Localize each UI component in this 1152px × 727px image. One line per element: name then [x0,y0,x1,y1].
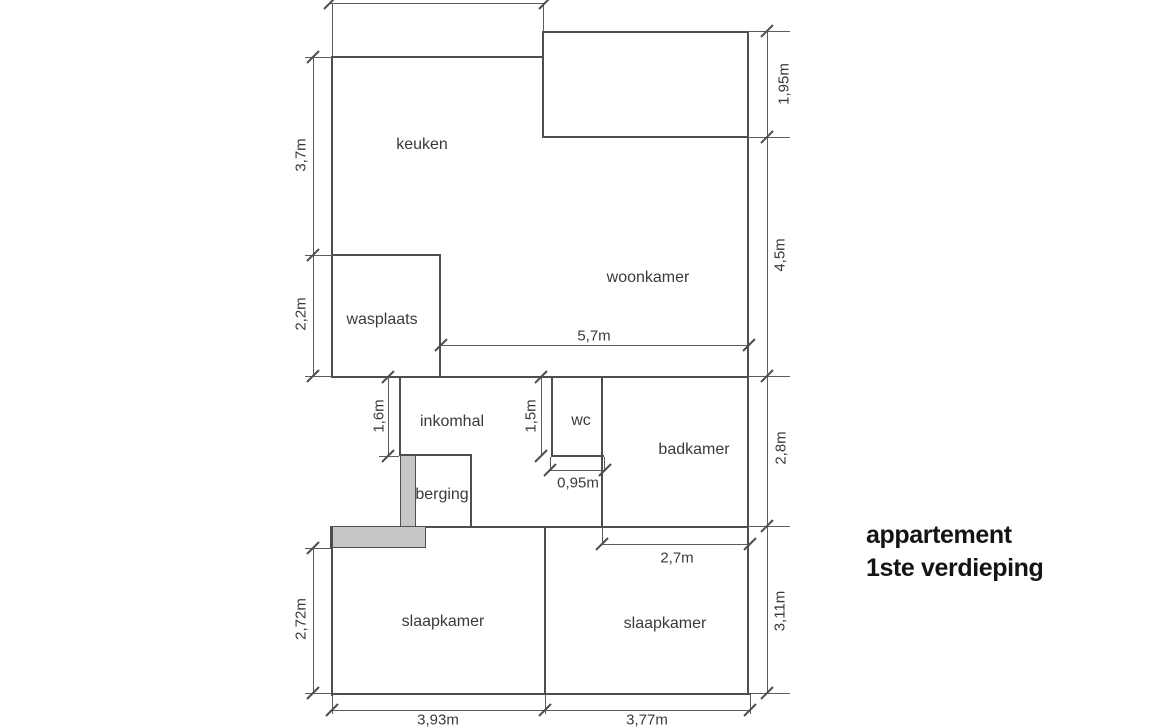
extline [749,526,790,527]
plan-title-line2: 1ste verdieping [866,554,1044,582]
room-label-berging: berging [415,486,469,503]
extline [749,31,790,32]
extline [604,457,605,470]
extline [750,695,751,714]
dim-tick [538,0,552,10]
extline [332,696,333,714]
wall-keuken-left [331,56,333,378]
dimline-left-lower [313,548,314,693]
room-label-badkamer: badkamer [658,441,730,458]
wall-uitbouw-left [542,31,544,138]
dim-label-2-8m: 2,8m [772,431,790,465]
dimline-1-6 [388,377,389,456]
extline [332,3,333,56]
wall-wc-left [551,376,553,457]
wall-bottom-bottom [331,693,751,695]
wall-uitbouw-bottom [542,136,748,138]
dim-label-1-95m: 1,95m [775,63,793,105]
dimline-1-5 [541,377,542,456]
dim-label-2-72m: 2,72m [292,598,310,640]
thick-wall-slaapkamer [330,526,426,548]
extline [379,456,399,457]
dim-label-2-2m: 2,2m [292,297,310,331]
dim-tick [323,0,337,10]
wall-berging-top [399,454,472,456]
extline [751,693,790,694]
wall-wc-bottom [551,455,604,457]
room-label-slaapkamer-rechts: slaapkamer [623,615,707,632]
room-label-slaapkamer-links: slaapkamer [401,613,485,630]
dimline-5-7 [441,345,749,346]
dim-label-5-7m: 5,7m [577,327,611,345]
dim-label-3-7m: 3,7m [292,138,310,172]
dim-label-1-6m: 1,6m [370,399,388,433]
room-label-keuken: keuken [396,136,448,153]
dimline-top [330,3,545,4]
wall-keuken-top [331,56,544,58]
extline [305,57,332,58]
dimline-right [767,31,768,693]
dim-label-0-95m: 0,95m [557,474,599,492]
room-label-woonkamer: woonkamer [606,269,690,286]
room-label-wc: wc [571,412,591,429]
extline [545,695,546,714]
plan-title: appartement 1ste verdieping [866,519,1044,585]
dimline-bottom [330,710,751,711]
wall-wasplaats-top [331,254,441,256]
dim-label-4-5m: 4,5m [771,238,789,272]
dim-label-3-77m: 3,77m [626,711,668,727]
wall-berging-right [470,454,472,528]
extline [749,376,790,377]
dimline-left-upper [313,57,314,376]
dimline-2-7 [602,544,750,545]
wall-badkamer-left [601,376,603,528]
extline [305,376,332,377]
plan-title-line1: appartement [866,521,1012,549]
extline [749,137,790,138]
extline [305,693,331,694]
wall-slaapkamer-divider [544,526,546,695]
wall-bottom-left [331,526,333,696]
wall-uitbouw-top [542,31,749,33]
extline [305,255,332,256]
wall-middle-bottom [424,526,749,528]
extline [550,457,551,470]
dimline-0-95 [550,470,605,471]
wall-right-outer [747,31,749,695]
dim-label-1-5m: 1,5m [522,399,540,433]
dim-label-2-7m: 2,7m [660,549,694,567]
extline [543,3,544,32]
extline [602,528,603,544]
extline [305,548,331,549]
dim-label-3-11m: 3,11m [771,590,789,632]
dim-label-3-93m: 3,93m [417,711,459,727]
thick-wall-berging [400,455,416,528]
room-label-inkomhal: inkomhal [419,413,485,430]
wall-wasplaats-right [439,254,441,378]
wall-inkomhal-left [399,376,401,456]
room-label-wasplaats: wasplaats [346,311,418,328]
